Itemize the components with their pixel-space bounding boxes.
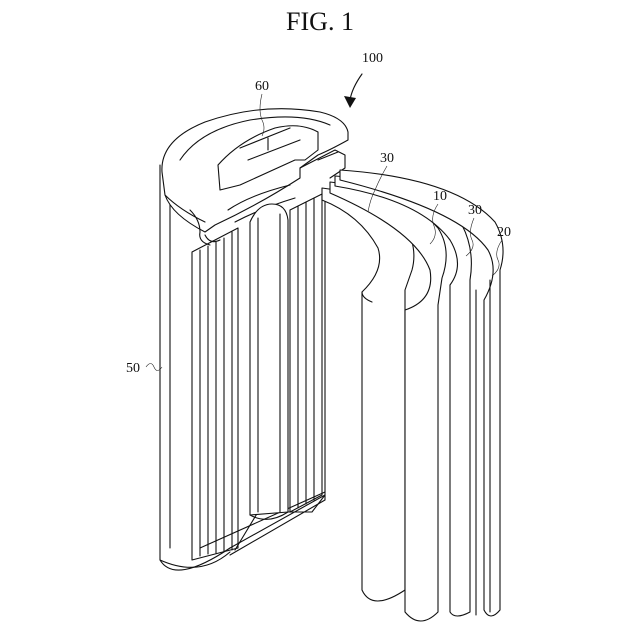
figure-title: FIG. 1 — [286, 7, 354, 36]
label-10: 10 — [433, 189, 447, 204]
label-100: 100 — [362, 51, 383, 66]
arrow-100 — [350, 74, 362, 100]
unrolled-sheets — [322, 170, 503, 621]
label-30-back: 30 — [468, 203, 482, 218]
label-20: 20 — [497, 225, 511, 240]
separator-sheet-front — [322, 188, 414, 601]
label-30-front: 30 — [380, 151, 394, 166]
arrow-head-100 — [344, 96, 356, 108]
electrode-winding — [192, 194, 322, 560]
label-60: 60 — [255, 79, 269, 94]
label-50: 50 — [126, 361, 140, 376]
battery-can — [160, 165, 325, 570]
